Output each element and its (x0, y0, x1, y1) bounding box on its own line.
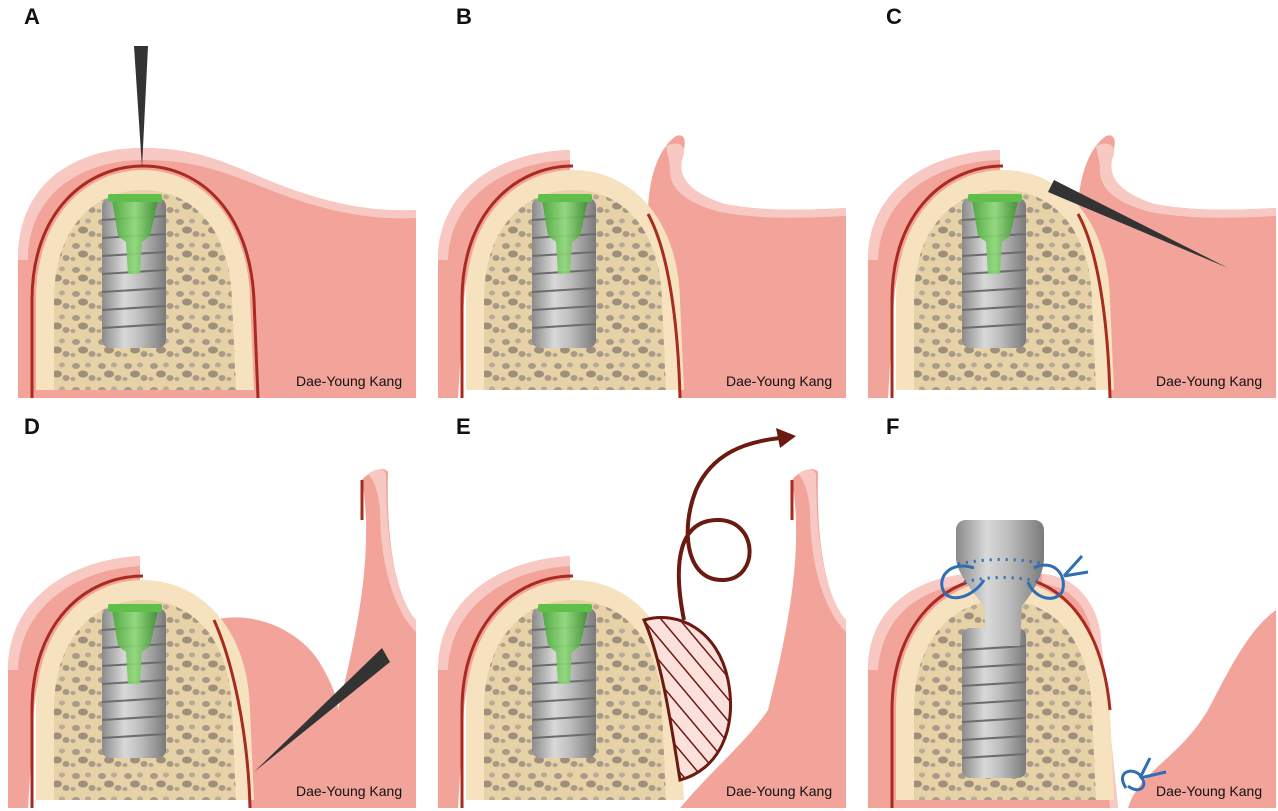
panel-label-c: C (886, 4, 902, 29)
suture-dotted (957, 558, 1045, 584)
panel-c: C Dae-Young Kang (868, 4, 1276, 399)
gingiva-right-epithelium (1096, 143, 1276, 218)
mucosa-right (1128, 610, 1276, 808)
suture-knot (1121, 757, 1167, 792)
gingiva-left-epithelium (438, 150, 570, 260)
gingiva-left-flap (438, 556, 570, 808)
gingiva-epithelium-right (1042, 574, 1118, 808)
panel-b: B Dae-Young Kang (438, 4, 846, 399)
periosteum-line (30, 164, 260, 399)
scalpel (254, 648, 390, 772)
gingiva-epithelium (868, 574, 968, 670)
credit-a: Dae-Young Kang (296, 373, 402, 389)
panel-a: A Dae-Young Kang (18, 4, 416, 399)
credit-e: Dae-Young Kang (726, 783, 832, 799)
credit-b: Dae-Young Kang (726, 373, 832, 389)
suture-loop (940, 554, 1089, 600)
gingiva-right-epithelium (666, 143, 846, 218)
credit-c: Dae-Young Kang (1156, 373, 1262, 389)
gingiva-left-epithelium (868, 150, 1000, 260)
gingiva-left-flap (868, 150, 1000, 398)
arrow-head (776, 428, 796, 448)
panel-label-b: B (456, 4, 472, 29)
mucosal-flap-epithelium (368, 469, 416, 632)
removal-arrow (676, 436, 781, 621)
panel-e: E Dae-Young Kang (438, 414, 846, 808)
credit-d: Dae-Young Kang (296, 783, 402, 799)
gingiva-epithelium (18, 148, 416, 260)
bone-outline (890, 164, 1112, 399)
panel-label-e: E (456, 414, 471, 439)
gingiva-left-flap (8, 556, 140, 808)
scalpel (1048, 180, 1228, 268)
mucosal-flap (680, 469, 846, 808)
gingiva-left-epithelium (8, 556, 140, 670)
healing-abutment (956, 520, 1044, 646)
excised-tissue (641, 616, 733, 782)
gingiva-left-flap (438, 150, 570, 398)
mucosal-flap-epithelium (798, 469, 846, 632)
gingiva-left-epithelium (438, 556, 570, 670)
bone-outline (30, 574, 252, 809)
scalpel (134, 46, 148, 168)
panel-label-a: A (24, 4, 40, 29)
credit-f: Dae-Young Kang (1156, 783, 1262, 799)
mucosal-flap (214, 469, 416, 808)
panel-label-d: D (24, 414, 40, 439)
panel-f: F Dae-Young Kang (868, 414, 1276, 808)
panel-d: D Dae-Young Kang (8, 414, 416, 809)
bone-outline (460, 164, 682, 399)
bone-outline (460, 574, 574, 808)
panel-label-f: F (886, 414, 899, 439)
